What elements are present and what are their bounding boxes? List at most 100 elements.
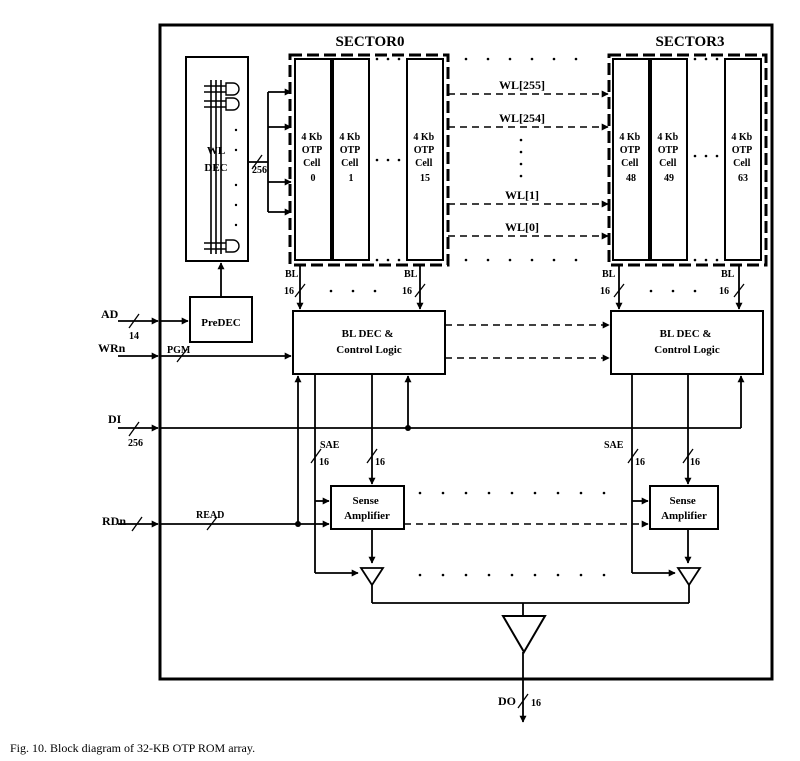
cell-label-line: Cell <box>415 158 432 169</box>
cell-label-line: 4 Kb <box>657 132 678 143</box>
bl-width: 16 <box>719 286 729 297</box>
wl-bus <box>248 88 292 216</box>
bl-width: 16 <box>402 286 412 297</box>
sector-title: SECTOR3 <box>656 34 725 50</box>
word-lines: WL[255] WL[254] WL[1] WL[0] <box>448 78 609 240</box>
cell-index: 49 <box>664 173 674 184</box>
bl-label: BL <box>721 269 735 280</box>
svg-text:BL DEC & Control Logic: BL DEC & Control Logic <box>336 328 402 356</box>
ellipsis-dots <box>375 57 401 262</box>
bl-buses <box>294 265 745 310</box>
cell-label-line: Cell <box>303 158 320 169</box>
and-gate-icon <box>204 82 240 111</box>
bldec-label: Control Logic <box>654 344 720 356</box>
and-gate-icon <box>204 239 240 253</box>
sector-boundary <box>288 53 450 267</box>
sa-bus-width: 16 <box>635 457 645 468</box>
tristate-buffer-icon <box>676 567 702 587</box>
chip-boundary <box>158 23 774 681</box>
signal-do: DO <box>498 694 516 708</box>
cell-label-line: 4 Kb <box>339 132 360 143</box>
sa-bus-width: 16 <box>319 457 329 468</box>
output-buffer-icon <box>501 615 547 654</box>
cell-index: 1 <box>349 173 354 184</box>
bldec-block <box>292 310 446 375</box>
ad-input <box>118 313 189 329</box>
cell-label-line: 4 Kb <box>413 132 434 143</box>
sense-amp-block <box>649 485 719 530</box>
cell-label-line: OTP <box>620 145 640 156</box>
cell-label-line: Cell <box>621 158 638 169</box>
cell-label-line: Cell <box>659 158 676 169</box>
signal-rdn: RDn <box>102 514 126 528</box>
sector-3: SECTOR3 4 Kb OTP Cell 48 4 Kb OTP Cell 4… <box>607 34 768 267</box>
cell-index: 48 <box>626 173 636 184</box>
bldec-label: Control Logic <box>336 344 402 356</box>
svg-text:4 Kb OTP Cell: 4 Kb OTP Cell 1 <box>339 132 362 184</box>
bl-label: BL <box>602 269 616 280</box>
svg-text:BL DEC & Control Logic: BL DEC & Control Logic <box>654 328 720 356</box>
signal-di: DI <box>108 412 122 426</box>
cell-label-line: OTP <box>302 145 322 156</box>
ellipsis-dots <box>693 57 719 262</box>
svg-text:4 Kb OTP Cell: 4 Kb OTP Cell 63 <box>731 132 754 184</box>
bldec-links <box>445 321 610 362</box>
signal-ad: AD <box>101 307 119 321</box>
sa-bus-width: 16 <box>375 457 385 468</box>
bl-label: BL <box>404 269 418 280</box>
otp-cell: 4 Kb OTP Cell 15 <box>406 58 444 261</box>
bldec-label: BL DEC & <box>342 328 394 340</box>
cell-label-line: OTP <box>414 145 434 156</box>
sae-label: SAE <box>604 440 624 451</box>
cell-label-line: OTP <box>340 145 360 156</box>
tristate-buffer-icon <box>359 567 385 587</box>
signal-wrn: WRn <box>98 341 126 355</box>
predec-label: PreDEC <box>201 317 241 329</box>
output-bus <box>371 585 690 723</box>
svg-text:4 Kb OTP Cell: 4 Kb OTP Cell 15 <box>413 132 436 184</box>
ellipsis-dots <box>418 491 606 577</box>
otp-cell: 4 Kb OTP Cell 63 <box>724 58 762 261</box>
wrn-input <box>118 348 292 363</box>
sa-bus-width: 16 <box>690 457 700 468</box>
sector-0: SECTOR0 4 Kb OTP Cell 0 4 Kb OTP Cell 1 … <box>288 34 450 267</box>
sector-title: SECTOR0 <box>336 34 405 50</box>
sense-amp-label: Amplifier <box>344 510 390 522</box>
sae-label: SAE <box>320 440 340 451</box>
cell-label-line: 4 Kb <box>731 132 752 143</box>
otp-cell: 4 Kb OTP Cell 1 <box>332 58 370 261</box>
signal-do-width: 16 <box>531 698 541 709</box>
cell-label-line: OTP <box>732 145 752 156</box>
signal-read: READ <box>196 510 224 521</box>
sense-amp-label: Sense <box>669 495 695 507</box>
signal-pgm: PGM <box>167 345 191 356</box>
cell-index: 15 <box>420 173 430 184</box>
sense-amp-label: Sense <box>352 495 378 507</box>
cell-label-line: Cell <box>341 158 358 169</box>
rdn-input <box>118 375 330 532</box>
wl-decoder: WL DEC <box>185 56 249 262</box>
cell-label-line: 4 Kb <box>301 132 322 143</box>
bl-width: 16 <box>284 286 294 297</box>
cell-index: 63 <box>738 173 748 184</box>
ellipsis-dots <box>234 128 238 227</box>
otp-cell: 4 Kb OTP Cell 0 <box>294 58 332 261</box>
ellipsis-dots <box>464 57 578 262</box>
bldec-block <box>610 310 764 375</box>
junction-dot <box>295 521 301 527</box>
otp-cell: 4 Kb OTP Cell 48 <box>612 58 650 261</box>
wl-dec-label: WL <box>207 145 225 157</box>
figure-caption: Fig. 10. Block diagram of 32-KB OTP ROM … <box>10 741 256 755</box>
sense-amp-label: Amplifier <box>661 510 707 522</box>
svg-text:4 Kb OTP Cell: 4 Kb OTP Cell 48 <box>619 132 642 184</box>
signal-di-width: 256 <box>128 438 143 449</box>
di-input <box>118 375 745 437</box>
wordline-label: WL[1] <box>505 188 539 202</box>
otp-cell: 4 Kb OTP Cell 49 <box>650 58 688 261</box>
predec-block <box>189 296 253 343</box>
wl-dec-label: DEC <box>204 162 227 174</box>
cell-label-line: 4 Kb <box>619 132 640 143</box>
bus-width-label: 256 <box>252 165 267 176</box>
bl-label: BL <box>285 269 299 280</box>
